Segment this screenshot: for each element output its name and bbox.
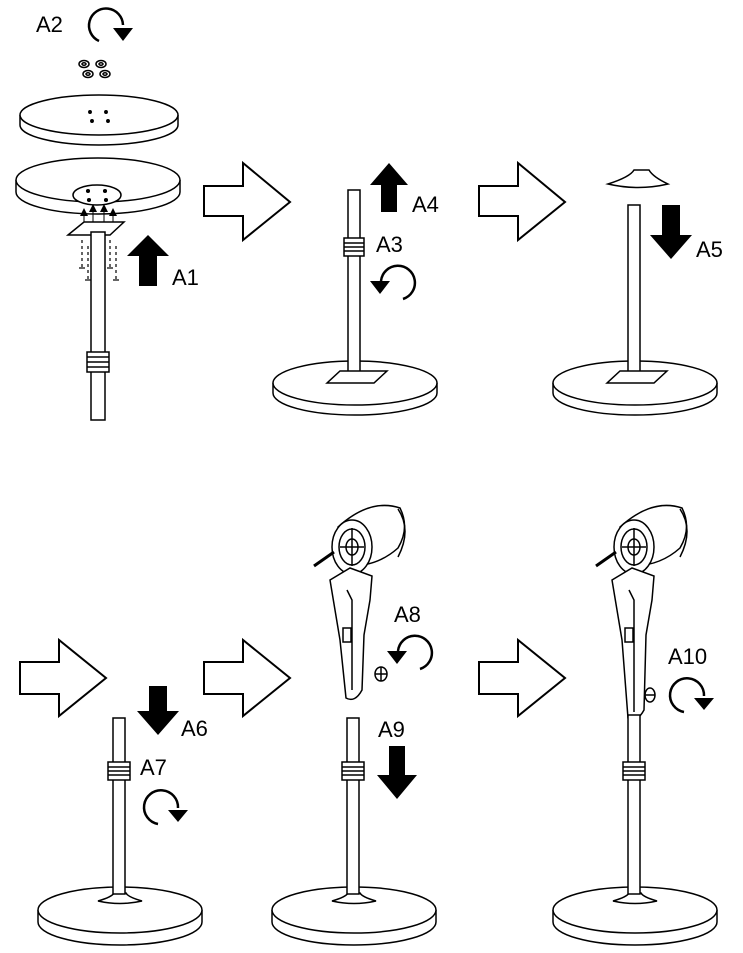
step-3-base-cover xyxy=(553,170,717,415)
upper-pole xyxy=(347,718,359,894)
label-a9: A9 xyxy=(378,717,405,742)
up-arrow-icon xyxy=(127,235,169,286)
base-cover xyxy=(608,170,668,188)
fan-head xyxy=(314,505,405,574)
label-a8: A8 xyxy=(394,602,421,627)
up-arrow-icon xyxy=(370,163,408,212)
down-arrow-icon xyxy=(377,746,417,799)
base-top-plate xyxy=(20,95,178,145)
lower-pole xyxy=(91,232,105,420)
label-a7: A7 xyxy=(140,755,167,780)
fixing-knob xyxy=(375,667,387,681)
step-4-assembled-stand xyxy=(38,718,202,945)
fixing-knob xyxy=(645,688,655,702)
rotate-clockwise-icon xyxy=(89,9,133,41)
label-a2: A2 xyxy=(36,12,63,37)
next-step-arrow-icon xyxy=(479,640,565,716)
upper-pole xyxy=(628,715,640,894)
base-bottom-plate xyxy=(16,158,180,214)
rotate-counterclockwise-icon xyxy=(370,266,415,299)
label-a4: A4 xyxy=(412,192,439,217)
label-a6: A6 xyxy=(181,716,208,741)
label-a10: A10 xyxy=(668,644,707,669)
rotate-clockwise-icon xyxy=(144,790,188,824)
label-a5: A5 xyxy=(696,237,723,262)
step-2-base-with-pole xyxy=(273,190,437,415)
step-6-assembled-fan xyxy=(553,505,717,945)
rotate-clockwise-icon xyxy=(670,678,714,712)
step-1-exploded-base xyxy=(16,61,180,421)
next-step-arrow-icon xyxy=(479,163,565,240)
upper-pole xyxy=(348,190,360,372)
step-5-fan-head-lowering xyxy=(272,505,436,945)
upper-pole xyxy=(628,205,640,372)
upper-pole xyxy=(113,718,125,894)
label-a3: A3 xyxy=(376,232,403,257)
next-step-arrow-icon xyxy=(204,163,290,240)
next-step-arrow-icon xyxy=(20,640,106,716)
down-arrow-icon xyxy=(650,205,692,259)
label-a1: A1 xyxy=(172,265,199,290)
next-step-arrow-icon xyxy=(204,640,290,716)
rotate-counterclockwise-icon xyxy=(387,636,432,669)
fan-head xyxy=(596,505,687,574)
down-arrow-icon xyxy=(137,686,179,735)
screws-group xyxy=(79,61,110,78)
